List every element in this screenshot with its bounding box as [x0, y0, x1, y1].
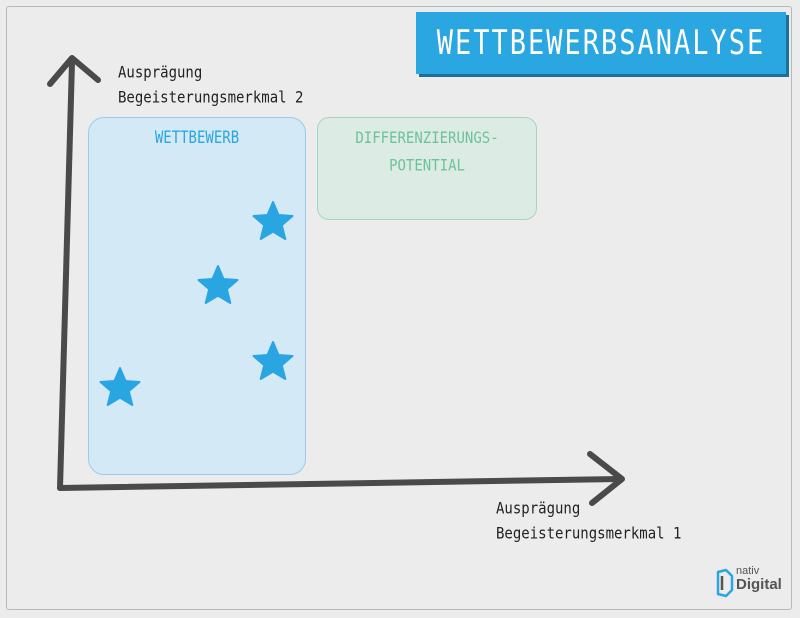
differentiation-zone-label: DIFFERENZIERUNGS- POTENTIAL [318, 124, 536, 179]
y-axis-label-line1: Ausprägung [118, 63, 203, 82]
differentiation-zone: DIFFERENZIERUNGS- POTENTIAL [317, 117, 537, 220]
page-title: WETTBEWERBSANALYSE [436, 23, 766, 63]
competitor-star [252, 341, 294, 380]
competitor-star [197, 265, 239, 304]
logo-text-nativ: nativ [736, 565, 760, 577]
x-axis-arrowhead [587, 451, 625, 506]
x-axis-label-line2: Begeisterungsmerkmal 1 [496, 524, 682, 544]
x-axis-line [57, 476, 623, 491]
differentiation-label-line2: POTENTIAL [389, 156, 465, 175]
competition-zone-label: WETTBEWERB [154, 128, 240, 148]
x-axis-label: Ausprägung Begeisterungsmerkmal 1 [496, 496, 681, 547]
competitor-star [99, 367, 141, 406]
x-axis-label-line1: Ausprägung [496, 499, 581, 518]
y-axis-label-line2: Begeisterungsmerkmal 2 [118, 88, 304, 108]
y-axis-label: Ausprägung Begeisterungsmerkmal 2 [118, 60, 303, 111]
y-axis-arrowhead [47, 55, 101, 87]
title-banner: WETTBEWERBSANALYSE [416, 12, 786, 74]
y-axis-line [57, 59, 75, 491]
nativ-digital-logo: nativ Digital [716, 565, 786, 601]
competition-zone: WETTBEWERB [88, 117, 306, 475]
page-frame [6, 6, 792, 610]
differentiation-label-line1: DIFFERENZIERUNGS- [355, 129, 499, 148]
nativ-digital-logo-icon [716, 568, 734, 598]
competitor-star [252, 201, 294, 240]
logo-text-digital: Digital [736, 576, 782, 593]
